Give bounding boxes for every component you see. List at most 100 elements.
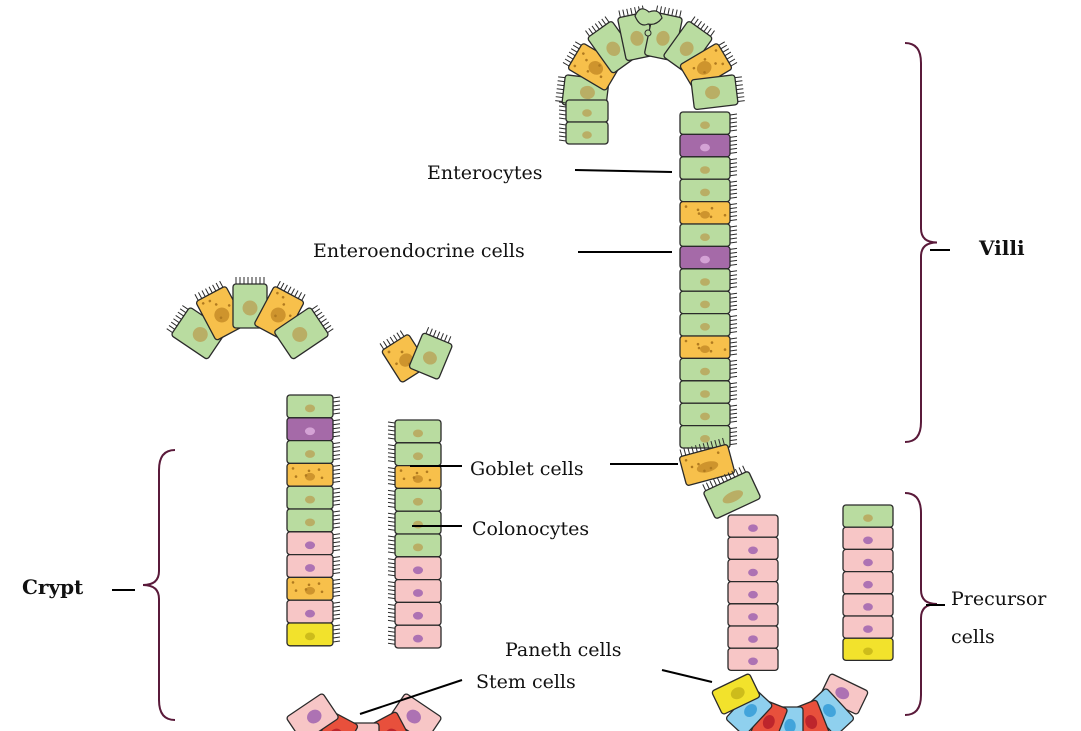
goblet-cell	[680, 336, 737, 358]
granule	[308, 470, 311, 473]
microvilli-icon	[291, 289, 294, 295]
microvilli-icon	[388, 438, 395, 439]
precursor-cell	[728, 648, 778, 670]
microvilli-icon	[333, 538, 340, 539]
microvilli-icon	[730, 395, 737, 396]
stem-cells-label: Stem cells	[476, 673, 576, 692]
microvilli-icon	[730, 252, 737, 253]
microvilli-icon	[735, 81, 742, 82]
nucleus-icon	[748, 658, 758, 666]
microvilli-icon	[298, 292, 301, 298]
microvilli-icon	[213, 285, 216, 291]
microvilli-icon	[206, 289, 209, 295]
nucleus-icon	[748, 547, 758, 555]
granule	[305, 474, 308, 477]
enterocyte-cell	[287, 395, 340, 418]
microvilli-icon	[730, 436, 737, 437]
precursor-cell	[728, 582, 778, 604]
microvilli-icon	[433, 330, 436, 336]
microvilli-icon	[333, 451, 340, 452]
microvilli-icon	[295, 290, 298, 296]
microvilli-icon	[730, 260, 737, 261]
microvilli-icon	[563, 62, 569, 66]
microvilli-icon	[388, 449, 395, 450]
microvilli-icon	[220, 281, 223, 287]
precursor-cell	[843, 549, 893, 571]
microvilli-icon	[388, 445, 395, 446]
microvilli-icon	[380, 343, 384, 349]
microvilli-icon	[714, 479, 717, 485]
microvilli-icon	[321, 319, 327, 323]
microvilli-icon	[333, 618, 340, 619]
microvilli-icon	[448, 336, 451, 342]
microvilli-icon	[388, 604, 395, 605]
enterocyte-cell	[680, 403, 737, 425]
microvilli-icon	[556, 97, 563, 98]
enterocyte-cell	[559, 100, 608, 122]
microvilli-icon	[664, 7, 665, 14]
nucleus-icon	[305, 541, 315, 549]
enterocyte-cell	[680, 224, 737, 246]
nucleus-icon	[863, 514, 873, 522]
microvilli-icon	[437, 332, 440, 338]
microvilli-icon	[325, 325, 331, 329]
microvilli-icon	[730, 293, 737, 294]
microvilli-icon	[333, 420, 340, 421]
microvilli-icon	[390, 337, 394, 343]
enterocyte-cell	[559, 122, 608, 144]
granule	[724, 348, 727, 351]
microvilli-icon	[383, 341, 387, 347]
microvilli-icon	[557, 85, 564, 86]
microvilli-icon	[169, 325, 175, 329]
microvilli-icon	[216, 283, 219, 289]
microvilli-icon	[333, 496, 340, 497]
microvilli-icon	[730, 189, 737, 190]
microvilli-icon	[333, 569, 340, 570]
microvilli-icon	[388, 627, 395, 628]
microvilli-icon	[736, 85, 743, 86]
microvilli-icon	[388, 422, 395, 423]
precursor-cell	[728, 515, 778, 537]
microvilli-icon	[333, 436, 340, 437]
microvilli-icon	[730, 216, 737, 217]
nucleus-icon	[413, 566, 423, 574]
microvilli-icon	[171, 322, 177, 326]
microvilli-icon	[400, 331, 404, 337]
microvilli-icon	[730, 204, 737, 205]
microvilli-icon	[738, 101, 745, 102]
microvilli-icon	[333, 459, 340, 460]
precursor-cell	[728, 626, 778, 648]
enterocyte-cell	[388, 443, 441, 466]
shed-cell-icon	[645, 30, 651, 36]
granule	[295, 589, 298, 592]
nucleus-icon	[700, 278, 710, 286]
microvilli-icon	[730, 444, 737, 445]
microvilli-icon	[623, 10, 624, 17]
granule	[413, 476, 416, 479]
microvilli-icon	[388, 426, 395, 427]
microvilli-icon	[333, 641, 340, 642]
microvilli-icon	[730, 421, 737, 422]
microvilli-icon	[388, 430, 395, 431]
microvilli-icon	[691, 17, 695, 23]
granule	[292, 467, 295, 470]
granule	[403, 478, 406, 481]
precursor-cell	[388, 557, 441, 580]
microvilli-icon	[730, 175, 737, 176]
microvilli-icon	[333, 443, 340, 444]
microvilli-icon	[388, 434, 395, 435]
microvilli-icon	[333, 579, 340, 580]
microvilli-icon	[388, 476, 395, 477]
nucleus-icon	[863, 625, 873, 633]
microvilli-icon	[388, 575, 395, 576]
microvilli-icon	[730, 212, 737, 213]
nucleus-icon	[413, 521, 423, 529]
nucleus-icon	[700, 301, 710, 309]
precursor-cell	[388, 625, 441, 648]
microvilli-icon	[559, 106, 566, 107]
precursor-cell	[843, 527, 893, 549]
microvilli-icon	[730, 118, 737, 119]
microvilli-icon	[388, 453, 395, 454]
nucleus-icon	[748, 613, 758, 621]
microvilli-icon	[707, 28, 711, 34]
